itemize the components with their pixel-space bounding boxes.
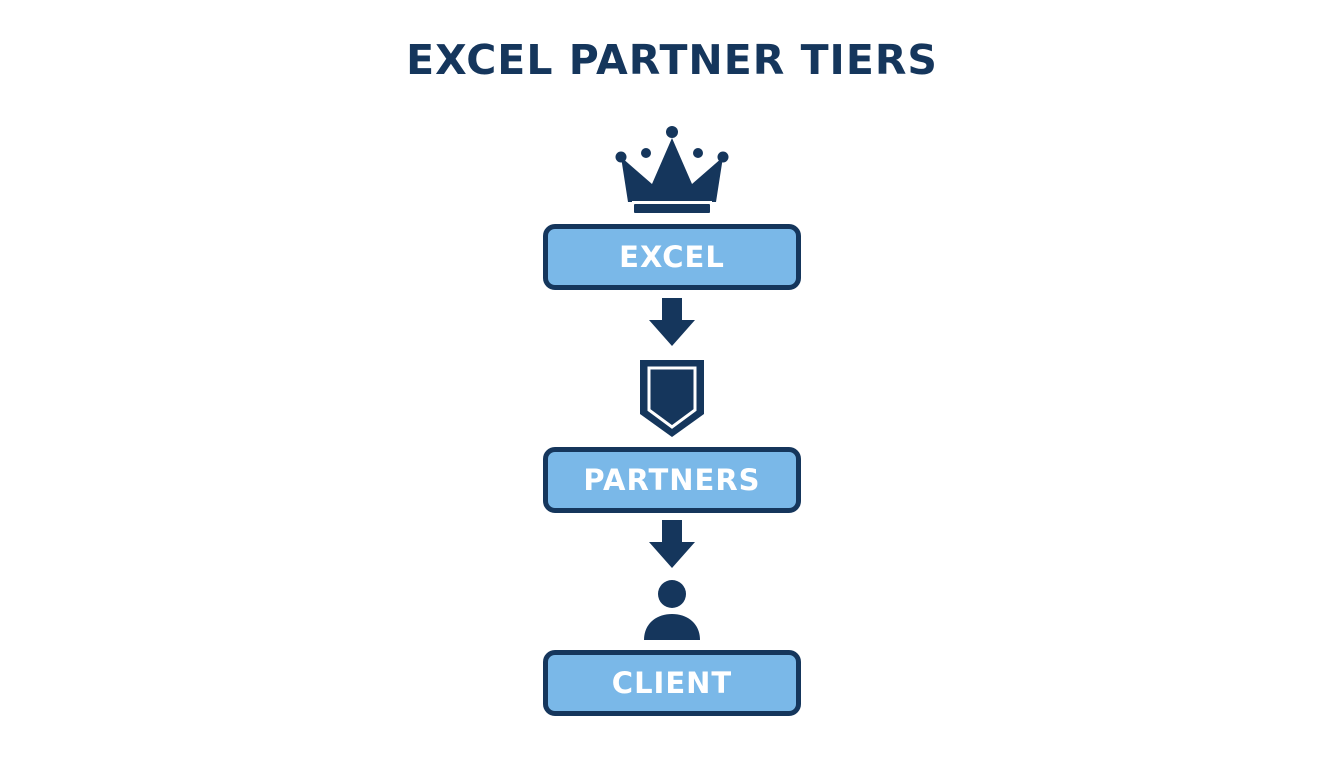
crown-icon [615, 126, 729, 213]
page-title: EXCEL PARTNER TIERS [406, 36, 938, 84]
tier-label-excel: EXCEL [619, 240, 725, 274]
arrow-down-icon [649, 298, 695, 346]
arrow-down-icon [649, 520, 695, 568]
person-icon [644, 580, 700, 640]
tier-box-partners: PARTNERS [543, 447, 801, 513]
tier-label-partners: PARTNERS [583, 463, 761, 497]
tier-box-excel: EXCEL [543, 224, 801, 290]
tier-label-client: CLIENT [611, 666, 733, 700]
tier-box-client: CLIENT [543, 650, 801, 716]
shield-icon [640, 360, 704, 437]
